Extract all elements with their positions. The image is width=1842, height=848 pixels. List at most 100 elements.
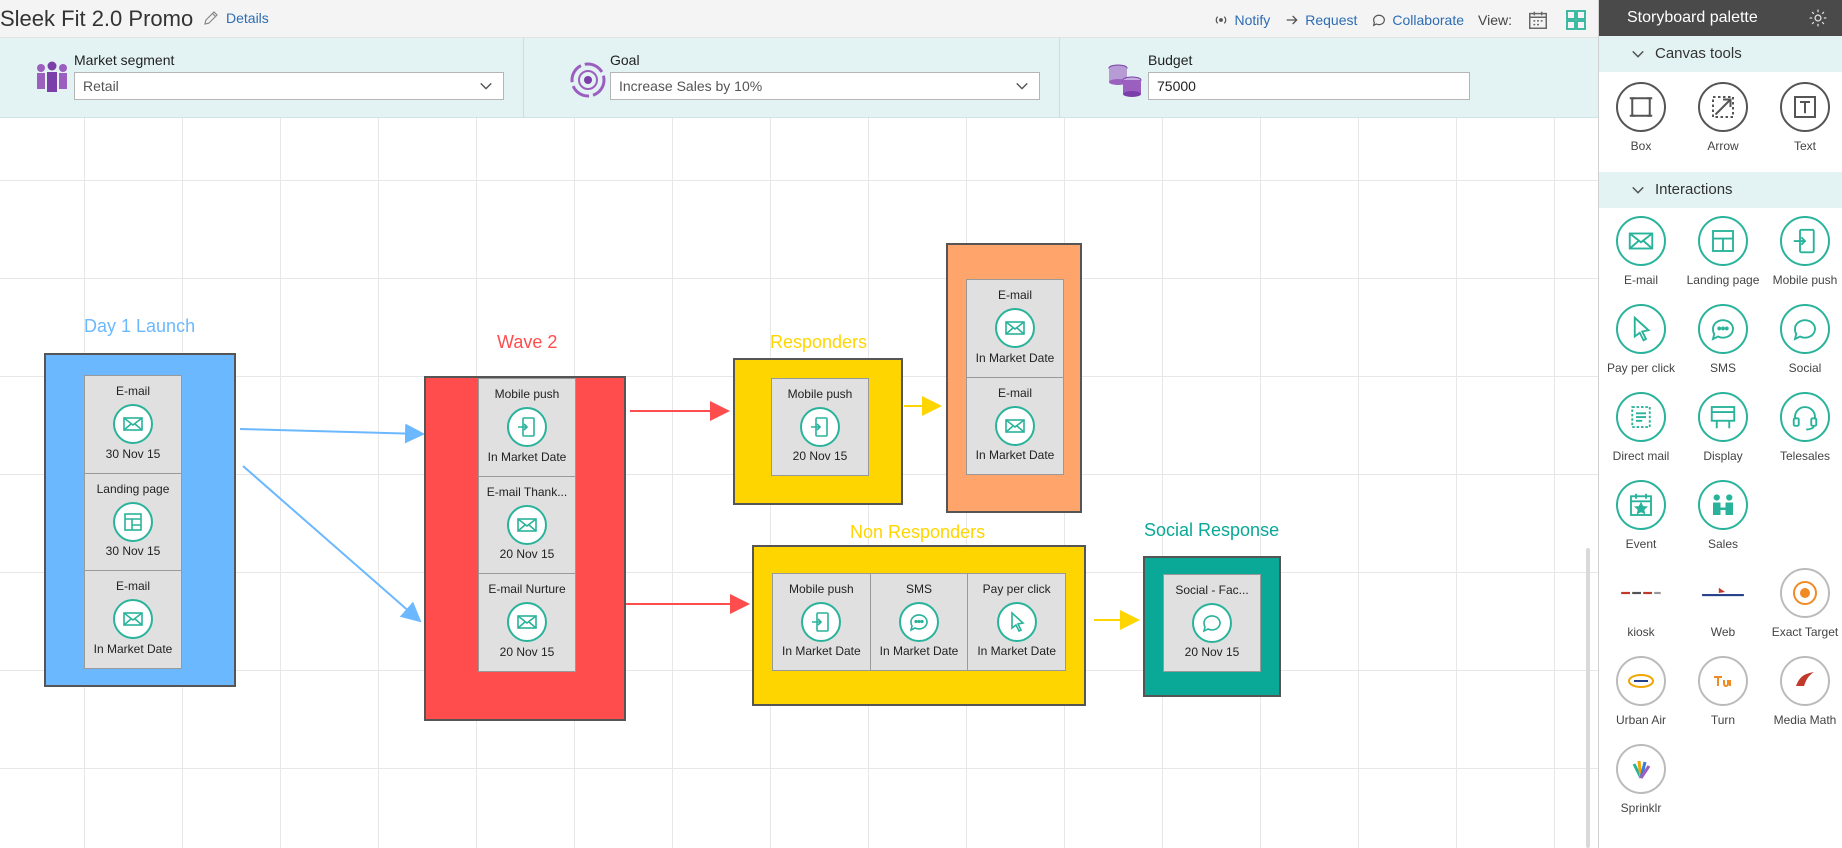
chevron-down-icon: [1632, 186, 1644, 194]
cell-date: In Market Date: [781, 644, 861, 658]
palette-item-pay-per-click[interactable]: Pay per click: [1599, 304, 1683, 375]
cell-date: In Market Date: [487, 449, 567, 464]
cell-responders-mobile-push[interactable]: Mobile push 20 Nov 15: [772, 379, 868, 475]
stage-social-cells: Social - Fac... 20 Nov 15: [1163, 574, 1261, 672]
budget-input[interactable]: 75000: [1148, 72, 1470, 100]
calendar-view-icon[interactable]: [1526, 8, 1550, 32]
palette-item-web[interactable]: Web: [1681, 568, 1765, 639]
stage-non-responders-cells: Mobile push In Market Date SMS In Market…: [772, 573, 1066, 671]
palette-item-text[interactable]: Text: [1763, 82, 1842, 153]
palette-item-direct-mail[interactable]: Direct mail: [1599, 392, 1683, 463]
palette-item-kiosk[interactable]: kiosk: [1599, 568, 1683, 639]
goal-value: Increase Sales by 10%: [619, 78, 763, 94]
cell-day1-email-2[interactable]: E-mail In Market Date: [85, 571, 181, 669]
palette-item-event[interactable]: Event: [1599, 480, 1683, 551]
stage-social-response[interactable]: Social - Fac... 20 Nov 15: [1143, 556, 1281, 697]
interactions-grid: E-mail Landing page Mobile push Pay per …: [1599, 208, 1842, 848]
cell-title: Mobile push: [494, 387, 560, 401]
interactions-section[interactable]: Interactions: [1599, 172, 1842, 208]
cell-title: E-mail: [115, 579, 150, 594]
social-icon: [1192, 603, 1232, 643]
collaborate-button[interactable]: Collaborate: [1371, 12, 1464, 28]
cell-title: E-mail Nurture: [488, 582, 566, 597]
people-icon: [37, 61, 67, 92]
palette-item-label: Arrow: [1707, 139, 1739, 153]
canvas-scrollbar[interactable]: [1586, 548, 1590, 848]
goal-filter: Goal Increase Sales by 10%: [524, 38, 1060, 118]
cell-title: Mobile push: [787, 387, 853, 401]
palette-item-arrow[interactable]: Arrow: [1681, 82, 1765, 153]
cell-wave2-email-thank[interactable]: E-mail Thank... 20 Nov 15: [479, 476, 575, 575]
cell-non-responders-pay-per-click[interactable]: Pay per click In Market Date: [968, 574, 1066, 670]
palette-item-display[interactable]: Display: [1681, 392, 1765, 463]
mobile-push-icon: [800, 407, 840, 447]
notify-button[interactable]: Notify: [1213, 12, 1270, 28]
palette-item-label: Turn: [1710, 713, 1736, 727]
market-segment-select[interactable]: Retail: [74, 72, 504, 100]
arrow-day1-to-wave2-b: [242, 465, 422, 623]
gear-icon[interactable]: [1808, 8, 1828, 28]
palette-item-box[interactable]: Box: [1599, 82, 1683, 153]
canvas-tools-section[interactable]: Canvas tools: [1599, 36, 1842, 72]
cell-orange-email[interactable]: E-mail In Market Date: [967, 280, 1063, 378]
palette-item-sprinklr[interactable]: Sprinklr: [1599, 744, 1683, 815]
stage-day1-cells: E-mail 30 Nov 15 Landing page 30 Nov 15 …: [84, 375, 182, 669]
stage-day1-launch[interactable]: E-mail 30 Nov 15 Landing page 30 Nov 15 …: [44, 353, 236, 687]
palette-item-email[interactable]: E-mail: [1599, 216, 1683, 287]
top-actions: Notify Request Collaborate View:: [1213, 8, 1588, 32]
palette-item-mobile-push[interactable]: Mobile push: [1763, 216, 1842, 287]
stage-non-responders[interactable]: Mobile push In Market Date SMS In Market…: [752, 545, 1086, 706]
cell-non-responders-sms[interactable]: SMS In Market Date: [870, 574, 969, 670]
cell-day1-email[interactable]: E-mail 30 Nov 15: [85, 376, 181, 474]
pointer-icon: [996, 602, 1037, 642]
cell-date: In Market Date: [93, 642, 173, 657]
interactions-title: Interactions: [1655, 181, 1733, 198]
request-button[interactable]: Request: [1284, 12, 1357, 28]
cell-social-facebook[interactable]: Social - Fac... 20 Nov 15: [1164, 575, 1260, 671]
budget-label: Budget: [1148, 52, 1193, 68]
palette-item-sales[interactable]: Sales: [1681, 480, 1765, 551]
palette-item-landing-page[interactable]: Landing page: [1681, 216, 1765, 287]
details-link[interactable]: Details: [202, 9, 269, 27]
palette-item-label: Mobile push: [1772, 273, 1838, 287]
web-logo: [1698, 568, 1748, 618]
mobile-push-icon: [801, 602, 842, 642]
goal-label: Goal: [610, 52, 640, 68]
palette-item-media-math[interactable]: Media Math: [1763, 656, 1842, 727]
cell-day1-landing-page[interactable]: Landing page 30 Nov 15: [85, 473, 181, 572]
landing-page-icon: [113, 501, 153, 542]
goal-select[interactable]: Increase Sales by 10%: [610, 72, 1040, 100]
palette-item-sms[interactable]: SMS: [1681, 304, 1765, 375]
palette-item-turn[interactable]: Turn: [1681, 656, 1765, 727]
sprinklr-logo: [1616, 744, 1666, 794]
cell-title: Pay per click: [982, 582, 1051, 596]
social-icon: [1780, 304, 1830, 354]
palette-item-urban-air[interactable]: Urban Air: [1599, 656, 1683, 727]
grid-view-icon[interactable]: [1564, 8, 1588, 32]
storyboard-canvas[interactable]: Day 1 Launch E-mail 30 Nov 15 Landing pa…: [0, 118, 1598, 848]
stage-responders-followup[interactable]: E-mail In Market Date E-mail In Market D…: [946, 243, 1082, 513]
cell-date: 30 Nov 15: [105, 446, 161, 461]
broadcast-icon: [1216, 16, 1227, 24]
stage-wave-2[interactable]: Mobile push In Market Date E-mail Thank.…: [424, 376, 626, 721]
chevron-down-icon: [1632, 50, 1644, 58]
cell-title: E-mail: [997, 385, 1032, 400]
palette-item-label: Event: [1625, 537, 1657, 551]
cell-wave2-email-nurture[interactable]: E-mail Nurture 20 Nov 15: [479, 574, 575, 672]
canvas-tools-title: Canvas tools: [1655, 45, 1742, 62]
calendar-star-icon: [1616, 480, 1666, 530]
cell-orange-email-2[interactable]: E-mail In Market Date: [967, 377, 1063, 474]
stage-responders[interactable]: Mobile push 20 Nov 15: [733, 358, 903, 505]
media-math-logo: [1780, 656, 1830, 706]
palette-item-telesales[interactable]: Telesales: [1763, 392, 1842, 463]
cell-wave2-mobile-push[interactable]: Mobile push In Market Date: [479, 379, 575, 477]
budget-value: 75000: [1157, 78, 1196, 94]
cell-non-responders-mobile-push[interactable]: Mobile push In Market Date: [773, 574, 871, 670]
palette-item-social[interactable]: Social: [1763, 304, 1842, 375]
turn-logo: [1698, 656, 1748, 706]
palette-item-label: Telesales: [1779, 449, 1831, 463]
palette-item-exact-target[interactable]: Exact Target: [1763, 568, 1842, 639]
palette-item-label: Display: [1703, 449, 1743, 463]
email-icon: [507, 504, 547, 545]
notify-label: Notify: [1234, 12, 1271, 28]
